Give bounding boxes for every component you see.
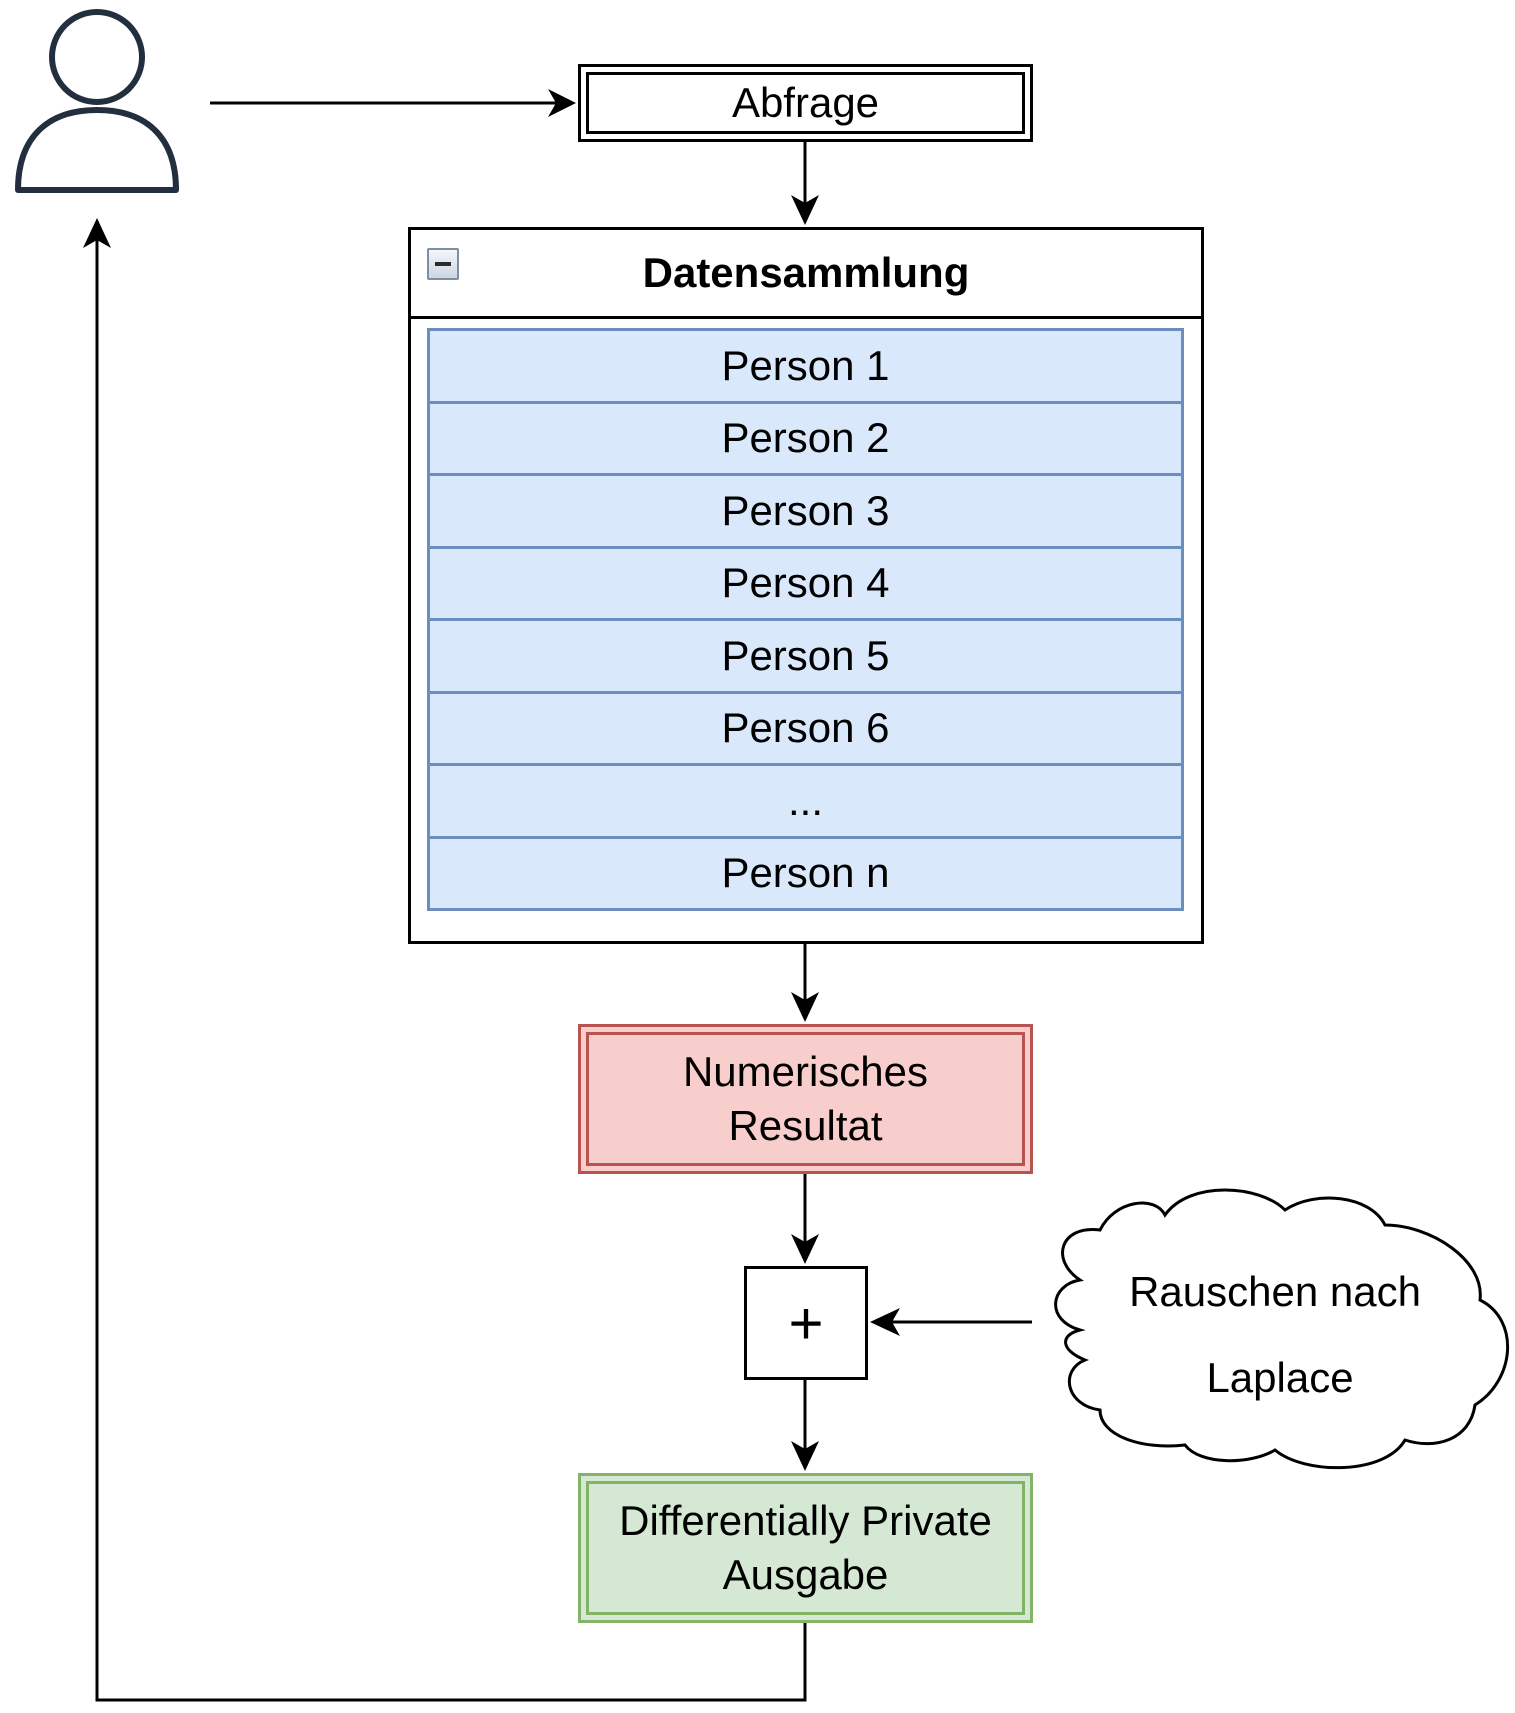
numeric-result-line1: Numerisches [682, 1048, 929, 1095]
data-collection-container: Datensammlung Person 1 Person 2 Person 3… [408, 227, 1204, 944]
plus-operator: + [744, 1266, 868, 1380]
noise-label-line2: Laplace [1206, 1354, 1354, 1401]
noise-label-line1: Rauschen nach [1129, 1268, 1421, 1315]
list-item: Person 4 [427, 545, 1184, 621]
plus-symbol: + [788, 1289, 824, 1357]
private-output-box: Differentially Private Ausgabe [578, 1473, 1033, 1623]
private-output-inner: Differentially Private Ausgabe [586, 1481, 1025, 1615]
list-item: Person 5 [427, 618, 1184, 694]
list-item: Person 3 [427, 473, 1184, 549]
query-label: Abfrage [731, 79, 880, 126]
numeric-result-inner: Numerisches Resultat [586, 1032, 1025, 1166]
minus-icon[interactable] [427, 248, 459, 280]
private-output-line1: Differentially Private [619, 1497, 992, 1544]
numeric-result-line2: Resultat [728, 1102, 883, 1149]
data-collection-header: Datensammlung [411, 230, 1201, 319]
private-output-line2: Ausgabe [722, 1551, 889, 1598]
noise-cloud [1054, 1188, 1510, 1470]
person-list: Person 1 Person 2 Person 3 Person 4 Pers… [427, 328, 1184, 911]
query-box-inner: Abfrage [586, 72, 1025, 134]
list-item: Person 6 [427, 690, 1184, 766]
query-box: Abfrage [578, 64, 1033, 142]
list-item: ... [427, 763, 1184, 839]
user-icon [15, 9, 179, 193]
data-collection-title: Datensammlung [642, 249, 970, 296]
list-item: Person 2 [427, 400, 1184, 476]
list-item: Person n [427, 835, 1184, 911]
edge-output-to-user [95, 228, 807, 1702]
numeric-result-box: Numerisches Resultat [578, 1024, 1033, 1174]
list-item: Person 1 [427, 328, 1184, 404]
